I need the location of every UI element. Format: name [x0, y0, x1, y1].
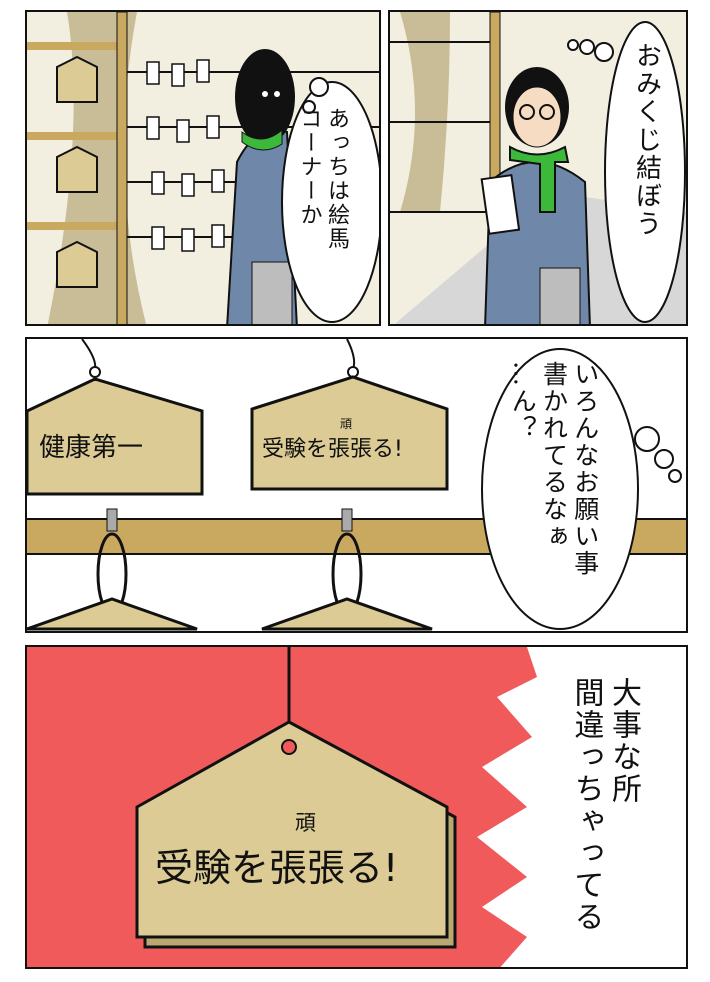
ema-right	[250, 375, 449, 491]
tree-trunk	[400, 12, 450, 212]
thought-line-1: いろんなお願い事	[570, 361, 600, 577]
panel-3-art	[27, 339, 686, 631]
panel-2: おみくじ結ぼう	[388, 10, 688, 326]
ema-left	[27, 377, 204, 496]
caption-line-1: 大事な所	[606, 677, 641, 805]
ema-correction: 頑	[295, 811, 316, 835]
panel-3: 健康第一 受験を張張る! 頑 いろんなお願い事書かれてるなぁ…ん？	[25, 337, 688, 633]
ema-right-text: 受験を張張る! 頑	[262, 417, 403, 463]
panel-1: あっちは絵馬コーナーか	[25, 10, 381, 326]
thought-bubble	[604, 21, 686, 323]
thought-line-2: コーナーか	[296, 107, 322, 227]
panel-4: 受験を張張る! 頑 大事な所間違っちゃってる	[25, 645, 688, 969]
shock-burst	[477, 647, 686, 967]
ema-wish: 受験を張張る!	[262, 437, 403, 462]
green-scarf	[509, 145, 570, 213]
ema-closeup	[135, 720, 449, 939]
thought-line-2: 書かれてるなぁ	[539, 361, 569, 550]
omikuji-papers	[146, 59, 225, 252]
thought-text: いろんなお願い事書かれてるなぁ…ん？	[507, 361, 601, 621]
thought-text: おみくじ結ぼう	[631, 42, 662, 238]
caption-line-2: 間違っちゃってる	[568, 677, 604, 933]
character-back	[226, 49, 298, 324]
ema-rack	[27, 42, 127, 50]
hanging-ema	[56, 55, 98, 288]
thought-line-1: あっちは絵馬	[324, 107, 349, 251]
ema-left-text: 健康第一	[39, 433, 144, 463]
caption-text: 大事な所間違っちゃってる	[567, 677, 642, 933]
thought-bubble	[281, 81, 379, 323]
thought-bubble	[481, 348, 639, 630]
glasses	[519, 104, 535, 120]
thought-text: あっちは絵馬コーナーか	[295, 107, 350, 317]
thought-line-3: …ん？	[508, 361, 538, 442]
panel-2-art	[390, 12, 686, 324]
omikuji-paper	[480, 174, 521, 235]
ema-correction: 頑	[340, 417, 353, 431]
ema-wish: 受験を張張る!	[155, 846, 399, 890]
panel-4-art	[135, 647, 686, 967]
ema-closeup-text: 受験を張張る! 頑	[155, 811, 399, 892]
character-front	[480, 67, 591, 324]
panel-1-art	[27, 12, 379, 324]
